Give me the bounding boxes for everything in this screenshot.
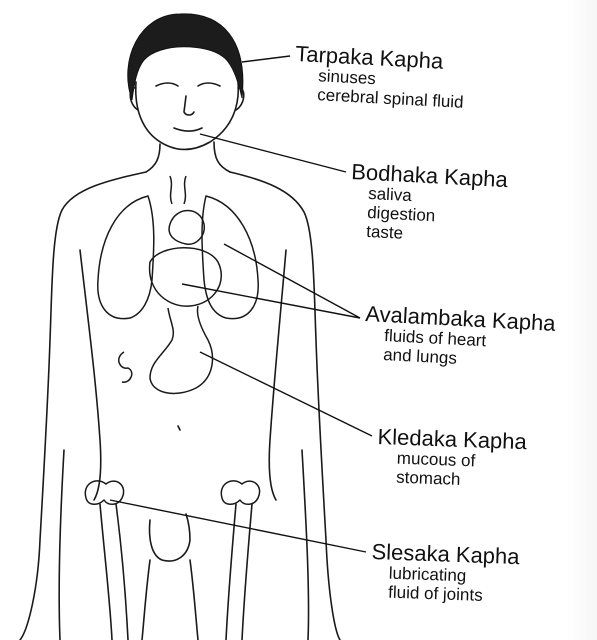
intestine: [119, 352, 132, 382]
right-hip-joint: [221, 481, 259, 504]
left-forearm: [59, 450, 64, 640]
right-body-side: [269, 250, 286, 500]
leader-tarpaka: [242, 56, 290, 62]
hair: [128, 14, 243, 100]
neck-left: [146, 144, 160, 172]
mouth: [174, 128, 202, 131]
inner-leg-left: [142, 560, 150, 640]
label-tarpaka-kapha: Tarpaka Kapha sinuses cerebral spinal fl…: [293, 42, 466, 112]
torso-left: [20, 172, 146, 640]
label-slesaka-kapha: Slesaka Kapha lubricating fluid of joint…: [370, 540, 520, 606]
leader-kledaka: [200, 352, 372, 436]
label-avalambaka-kapha: Avalambaka Kapha fluids of heart and lun…: [363, 302, 556, 373]
stomach: [150, 306, 212, 393]
leader-slesaka: [110, 500, 366, 552]
genitals: [150, 514, 191, 561]
left-lung: [98, 196, 154, 319]
label-kledaka-kapha: Kledaka Kapha mucous of stomach: [376, 425, 527, 491]
heart-body: [150, 248, 222, 306]
left-eye: [156, 83, 178, 86]
page-edge-shade: [567, 0, 597, 640]
inner-leg-right: [190, 560, 198, 640]
neck-right: [214, 142, 230, 172]
trachea: [170, 176, 186, 204]
nose: [184, 96, 194, 115]
leader-avalambaka-lung: [224, 244, 360, 318]
left-hip-joint: [85, 481, 123, 504]
navel: [178, 426, 180, 430]
right-forearm: [302, 450, 309, 640]
label-bodhaka-kapha: Bodhaka Kapha saliva digestion taste: [348, 160, 509, 248]
left-femur: [100, 504, 128, 640]
heart: [169, 211, 204, 245]
right-eye: [198, 83, 220, 86]
